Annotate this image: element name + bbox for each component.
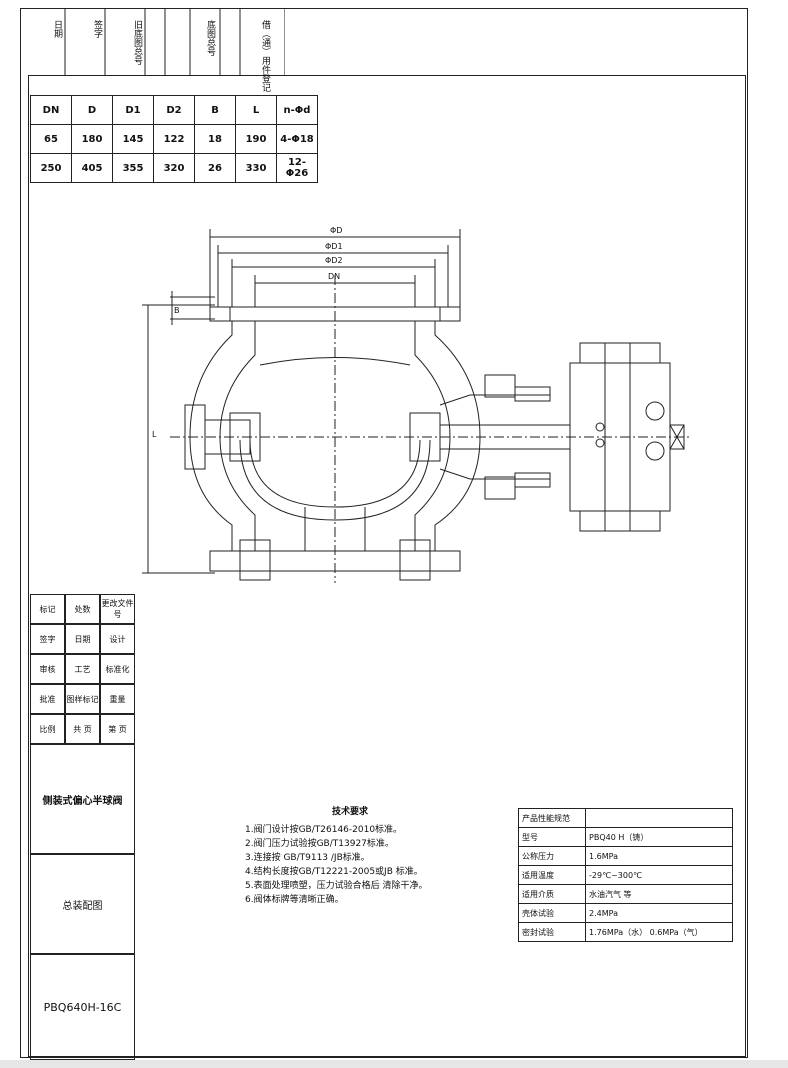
actuator-port-bottom (645, 441, 665, 461)
header-lines (64, 8, 285, 75)
tb-cell-label: 设计 (100, 624, 135, 654)
technical-requirements: 技术要求 1.阀门设计按GB/T26146-2010标准。 2.阀门压力试验按G… (245, 805, 455, 907)
tb-cell-label: 比例 (30, 714, 65, 744)
dim-header: D2 (153, 95, 195, 125)
dim-cell: 18 (194, 124, 236, 154)
dim-cell: 405 (71, 153, 113, 183)
tb-cell-label: 审核 (30, 654, 65, 684)
spec-label: 适用温度 (517, 865, 587, 885)
header-strip: 日期 签字 旧底图总号 底图总号 借（通）用件登记 (40, 8, 285, 92)
label-phiD1: ΦD1 (325, 242, 343, 251)
dim-cell: 190 (235, 124, 277, 154)
dim-cell: 250 (30, 153, 72, 183)
spec-label: 型号 (517, 827, 587, 847)
dim-header: B (194, 95, 236, 125)
header-cell-sign: 签字 (92, 20, 102, 38)
dim-header: L (235, 95, 277, 125)
tb-cell-label: 第 页 (100, 714, 135, 744)
dim-cell: 320 (153, 153, 195, 183)
drawing-number: PBQ640H-16C (30, 954, 135, 1060)
spec-label: 公称压力 (517, 846, 587, 866)
dimension-table: DN D D1 D2 B L n-Φd 65 180 145 122 18 19… (30, 95, 318, 183)
header-cell-old-drawing: 旧底图总号 (132, 20, 142, 65)
dim-cell: 12-Φ26 (276, 153, 318, 183)
dim-cell: 180 (71, 124, 113, 154)
spec-value: 1.6MPa (585, 846, 733, 866)
drawing-frame (20, 8, 748, 1058)
tech-req-item: 5.表面处理喷塑，压力试验合格后 清除干净。 (245, 881, 428, 891)
tb-cell-label: 签字 (30, 624, 65, 654)
tech-req-title: 技术要求 (331, 807, 368, 817)
tb-cell-label: 标准化 (100, 654, 135, 684)
dim-header: DN (30, 95, 72, 125)
tb-cell-label: 批准 (30, 684, 65, 714)
tech-req-item: 4.结构长度按GB/T12221-2005或JB 标准。 (245, 867, 423, 877)
dim-header: D (71, 95, 113, 125)
spec-value: 1.76MPa（水） 0.6MPa（气） (585, 922, 733, 942)
spec-value (585, 808, 733, 828)
dim-cell: 145 (112, 124, 154, 154)
spec-value: PBQ40 H（铸） (585, 827, 733, 847)
drawing-type: 总装配图 (30, 854, 135, 954)
dim-header: n-Φd (276, 95, 318, 125)
dim-cell: 4-Φ18 (276, 124, 318, 154)
label-l: L (152, 430, 157, 439)
spec-label: 壳体试验 (517, 903, 587, 923)
label-phiD2: ΦD2 (325, 256, 343, 265)
inner-frame (28, 75, 746, 1057)
tb-cell-label: 共 页 (65, 714, 100, 744)
tb-cell-label: 工艺 (65, 654, 100, 684)
tech-req-item: 2.阀门压力试验按GB/T13927标准。 (245, 839, 394, 849)
spec-value: 2.4MPa (585, 903, 733, 923)
spec-value: 水油汽气 等 (585, 884, 733, 904)
spec-label: 密封试验 (517, 922, 587, 942)
valve-drawing: ΦD ΦD1 ΦD2 DN B L (142, 226, 690, 583)
tb-cell-label: 更改文件号 (100, 594, 135, 624)
tb-cell-label: 标记 (30, 594, 65, 624)
header-cell-register: 借（通）用件登记 (260, 20, 270, 92)
dim-cell: 330 (235, 153, 277, 183)
dim-cell: 65 (30, 124, 72, 154)
label-b: B (174, 306, 180, 315)
tech-req-item: 3.连接按 GB/T9113 /JB标准。 (245, 853, 370, 863)
dim-header: D1 (112, 95, 154, 125)
dim-cell: 355 (112, 153, 154, 183)
tech-req-item: 6.阀体标牌等清晰正确。 (245, 895, 344, 905)
label-phiD: ΦD (330, 226, 342, 235)
dim-cell: 122 (153, 124, 195, 154)
header-cell-date: 日期 (52, 20, 62, 38)
spec-value: -29℃~300℃ (585, 865, 733, 885)
header-cell-drawing-no: 底图总号 (205, 20, 215, 56)
spec-label: 产品性能规范 (517, 808, 587, 828)
tb-cell-label: 重量 (100, 684, 135, 714)
product-name: 侧装式偏心半球阀 (30, 744, 135, 854)
bottom-bar (0, 1060, 788, 1068)
tb-cell-label: 处数 (65, 594, 100, 624)
tb-cell-label: 日期 (65, 624, 100, 654)
spec-label: 适用介质 (517, 884, 587, 904)
title-block: 标记 处数 更改文件号 签字 日期 设计 审核 工艺 标准化 批准 图样标记 重… (30, 594, 135, 1060)
dim-cell: 26 (194, 153, 236, 183)
tb-cell-label: 图样标记 (65, 684, 100, 714)
actuator-port-top (645, 401, 665, 421)
tech-req-item: 1.阀门设计按GB/T26146-2010标准。 (245, 825, 403, 835)
label-dn: DN (328, 272, 340, 281)
